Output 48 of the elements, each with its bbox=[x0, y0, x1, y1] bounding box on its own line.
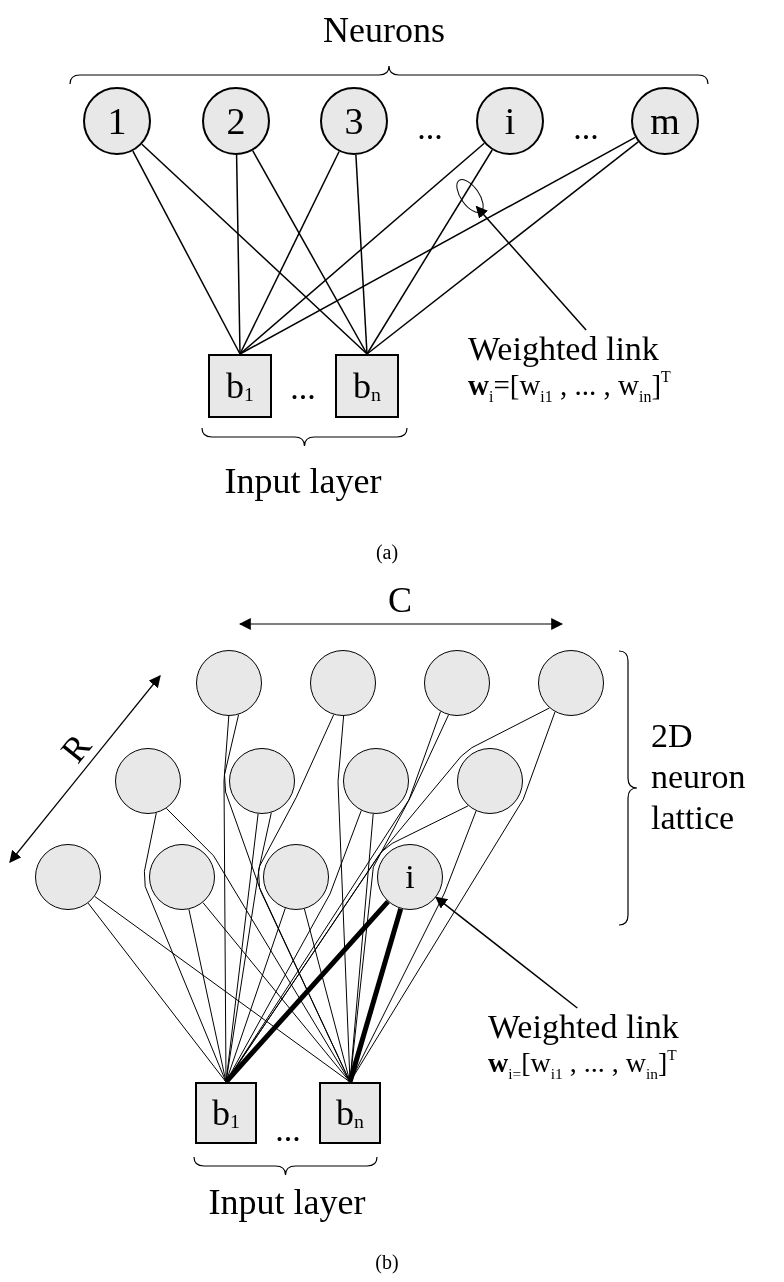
input-box: b$_{1}$ bbox=[208, 354, 272, 418]
neuron-circle: 2 bbox=[202, 87, 270, 155]
neuron-circle: i bbox=[377, 844, 443, 910]
annotation-title: Weighted link bbox=[488, 1008, 680, 1046]
connection-line bbox=[224, 899, 390, 1084]
connection-line bbox=[347, 908, 404, 1083]
neuron-circle bbox=[457, 748, 523, 814]
panel-caption: (b) bbox=[375, 1250, 399, 1274]
ellipsis: ... bbox=[417, 109, 443, 147]
input-box: b$_{n}$ bbox=[335, 354, 399, 418]
connection-line bbox=[132, 150, 241, 355]
leader-arrow bbox=[475, 205, 587, 331]
ellipsis: ... bbox=[290, 369, 316, 407]
connection-line bbox=[366, 141, 639, 355]
leader-arrow bbox=[435, 896, 579, 1009]
connection-line bbox=[94, 895, 351, 1083]
neuron-circle: 1 bbox=[83, 87, 151, 155]
ellipsis: ... bbox=[573, 109, 599, 147]
formula: w$_{i}$=[w$_{i1}$ , ... , w$_{in}$]$^{T}$ bbox=[468, 368, 672, 402]
dimension-label: C bbox=[388, 579, 412, 621]
neuron-circle bbox=[149, 844, 215, 910]
connection-line bbox=[239, 150, 340, 355]
connection-line bbox=[87, 902, 227, 1083]
neuron-circle: i bbox=[476, 87, 544, 155]
formula: w$_{i=}$[w$_{i1}$ , ... , w$_{in}$]$^{T}$ bbox=[488, 1046, 678, 1080]
layer-label: Input layer bbox=[208, 1181, 366, 1223]
connection-line bbox=[141, 143, 368, 355]
ellipsis: ... bbox=[275, 1111, 301, 1149]
neuron-circle bbox=[343, 748, 409, 814]
neuron-circle bbox=[263, 844, 329, 910]
heading: Neurons bbox=[323, 9, 445, 51]
neuron-circle bbox=[229, 748, 295, 814]
input-box: b$_{n}$ bbox=[319, 1082, 381, 1144]
panel-caption: (a) bbox=[375, 540, 399, 564]
annotation-title: Weighted link bbox=[468, 330, 660, 368]
connection-line bbox=[251, 149, 368, 355]
dimension-label: R bbox=[52, 725, 100, 771]
input-box: b$_{1}$ bbox=[195, 1082, 257, 1144]
connection-line bbox=[355, 154, 368, 355]
connection-line bbox=[202, 902, 351, 1083]
connection-line bbox=[235, 154, 241, 355]
neuron-circle: 3 bbox=[320, 87, 388, 155]
neuron-circle: m bbox=[631, 87, 699, 155]
layer-label: Input layer bbox=[224, 460, 382, 502]
connection-line bbox=[366, 149, 493, 355]
group-label: 2D neuron lattice bbox=[651, 715, 747, 838]
connection-line bbox=[239, 142, 486, 355]
connection-line bbox=[239, 136, 636, 355]
